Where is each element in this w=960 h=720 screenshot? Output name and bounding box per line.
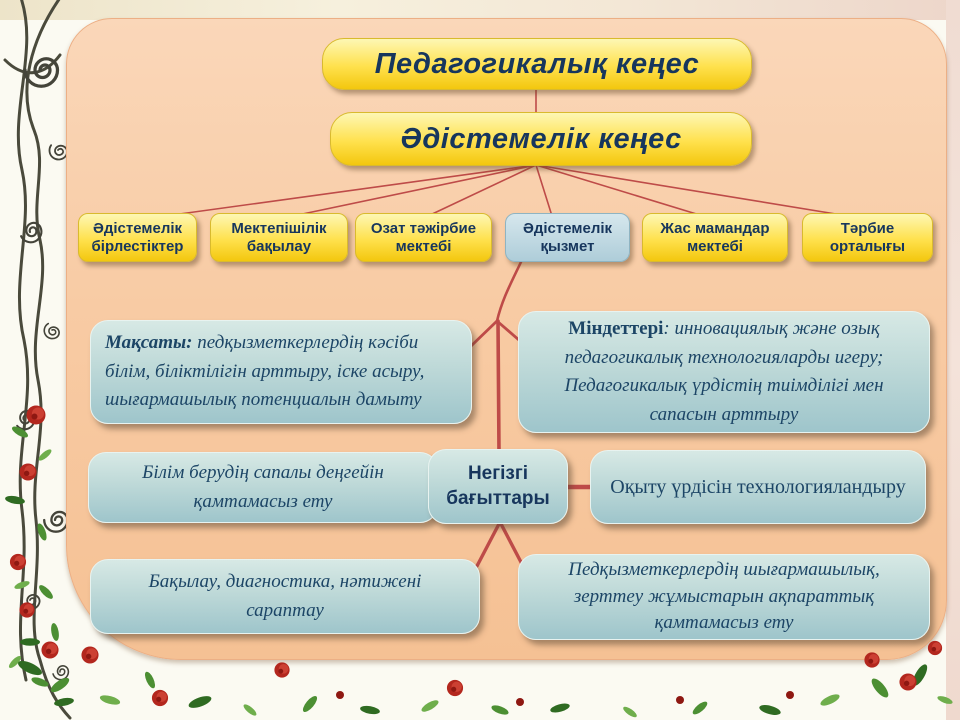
research-support-card: Педқызметкерлердің шығармашылық, зерттеу… [518, 554, 930, 640]
control-diagnostics-text: Бақылау, диагностика, нәтижені сараптау [148, 571, 422, 621]
branch-label: Тәрбие орталығы [829, 219, 906, 255]
pedagogical-council-label: Педагогикалық кеңес [374, 47, 700, 80]
pedagogical-council-box: Педагогикалық кеңес [322, 38, 752, 90]
quality-level-text: Білім берудің сапалы деңгейін қамтамасыз… [142, 462, 384, 512]
methodical-council-box: Әдістемелік кеңес [330, 112, 752, 166]
goal-card: Мақсаты: педқызметкерлердің кәсіби білім… [90, 320, 472, 424]
branch-label: Әдістемелік бірлестіктер [91, 219, 184, 255]
branch-box-education-center: Тәрбие орталығы [802, 213, 933, 262]
goal-text: педқызметкерлердің кәсіби білім, білікті… [105, 332, 425, 411]
technology-text: Оқыту үрдісін технологияландыру [610, 475, 906, 498]
branch-box-young-specialists-school: Жас мамандар мектебі [642, 213, 788, 262]
branch-label: Мектепішілік бақылау [231, 219, 327, 255]
quality-level-card: Білім берудің сапалы деңгейін қамтамасыз… [88, 452, 438, 523]
branch-box-inschool-control: Мектепішілік бақылау [210, 213, 348, 262]
methodical-council-label: Әдістемелік кеңес [400, 122, 682, 155]
goal-prefix: Мақсаты: [105, 332, 193, 354]
branch-box-best-practice-school: Озат тәжірбие мектебі [355, 213, 492, 262]
technology-card: Оқыту үрдісін технологияландыру [590, 450, 926, 524]
tasks-prefix: Міндеттері [568, 318, 664, 339]
tasks-card: Міндеттері: инновациялық және озық педаг… [518, 311, 930, 433]
branch-box-methodical-service: Әдістемелік қызмет [505, 213, 630, 262]
research-support-text: Педқызметкерлердің шығармашылық, зерттеу… [568, 558, 880, 634]
main-directions-label: Негізгі бағыттары [446, 462, 550, 509]
frame-right-strip [946, 0, 960, 720]
branch-label: Озат тәжірбие мектебі [370, 219, 477, 255]
branch-label: Әдістемелік қызмет [522, 219, 613, 255]
control-diagnostics-card: Бақылау, диагностика, нәтижені сараптау [90, 559, 480, 634]
branch-box-methodical-associations: Әдістемелік бірлестіктер [78, 213, 197, 262]
branch-label: Жас мамандар мектебі [660, 219, 770, 255]
tasks-text: : инновациялық және озық педагогикалық т… [564, 318, 884, 425]
main-directions-box: Негізгі бағыттары [428, 449, 568, 524]
frame-top-strip [0, 0, 960, 20]
